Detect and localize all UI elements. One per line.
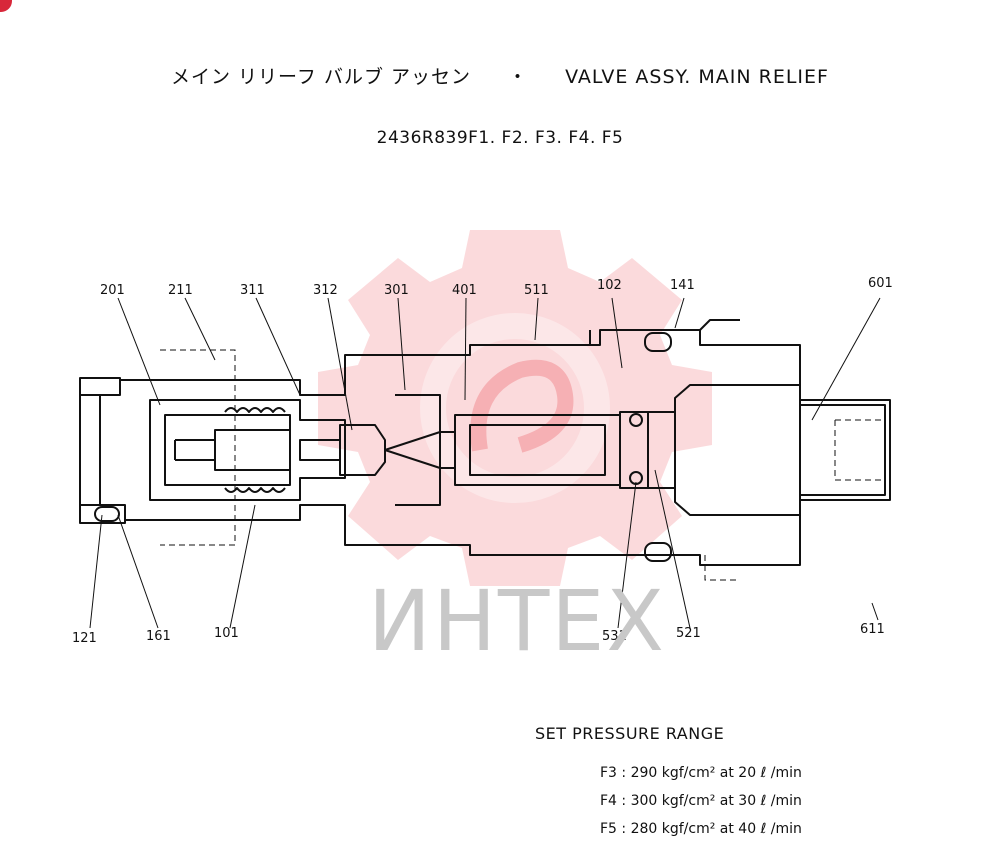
label-201: 201 [100,283,125,298]
label-521: 521 [676,626,701,641]
label-211: 211 [168,283,193,298]
title-english: VALVE ASSY. MAIN RELIEF [565,66,829,88]
part-numbers: 2436R839F1. F2. F3. F4. F5 [376,128,624,148]
label-311: 311 [240,283,265,298]
label-121: 121 [72,631,97,646]
label-141: 141 [670,278,695,293]
label-101: 101 [214,626,239,641]
pressure-row-f4: F4 : 300 kgf/cm² at 30 ℓ /min [600,793,802,809]
label-531: 531 [602,629,627,644]
title-separator: ・ [508,66,529,88]
pressure-range-title: SET PRESSURE RANGE [535,724,725,743]
pressure-row-f5: F5 : 280 kgf/cm² at 40 ℓ /min [600,821,802,837]
end-cap-101 [79,377,126,524]
diagram-title: メイン リリーフ バルブ アッセン ・ VALVE ASSY. MAIN REL… [0,62,1000,89]
label-102: 102 [597,278,622,293]
o-rings [94,332,672,562]
label-301: 301 [384,283,409,298]
watermark-gear-inner [420,313,610,503]
label-401: 401 [452,283,477,298]
label-312: 312 [313,283,338,298]
label-161: 161 [146,629,171,644]
label-601: 601 [868,276,893,291]
watermark-gear-icon [318,230,712,586]
pressure-row-f3: F3 : 290 kgf/cm² at 20 ℓ /min [600,765,802,781]
watermark-text: ИНТЕХ [368,572,666,670]
title-japanese: メイン リリーフ バルブ アッセン [171,66,471,88]
label-611: 611 [860,622,885,637]
label-511: 511 [524,283,549,298]
